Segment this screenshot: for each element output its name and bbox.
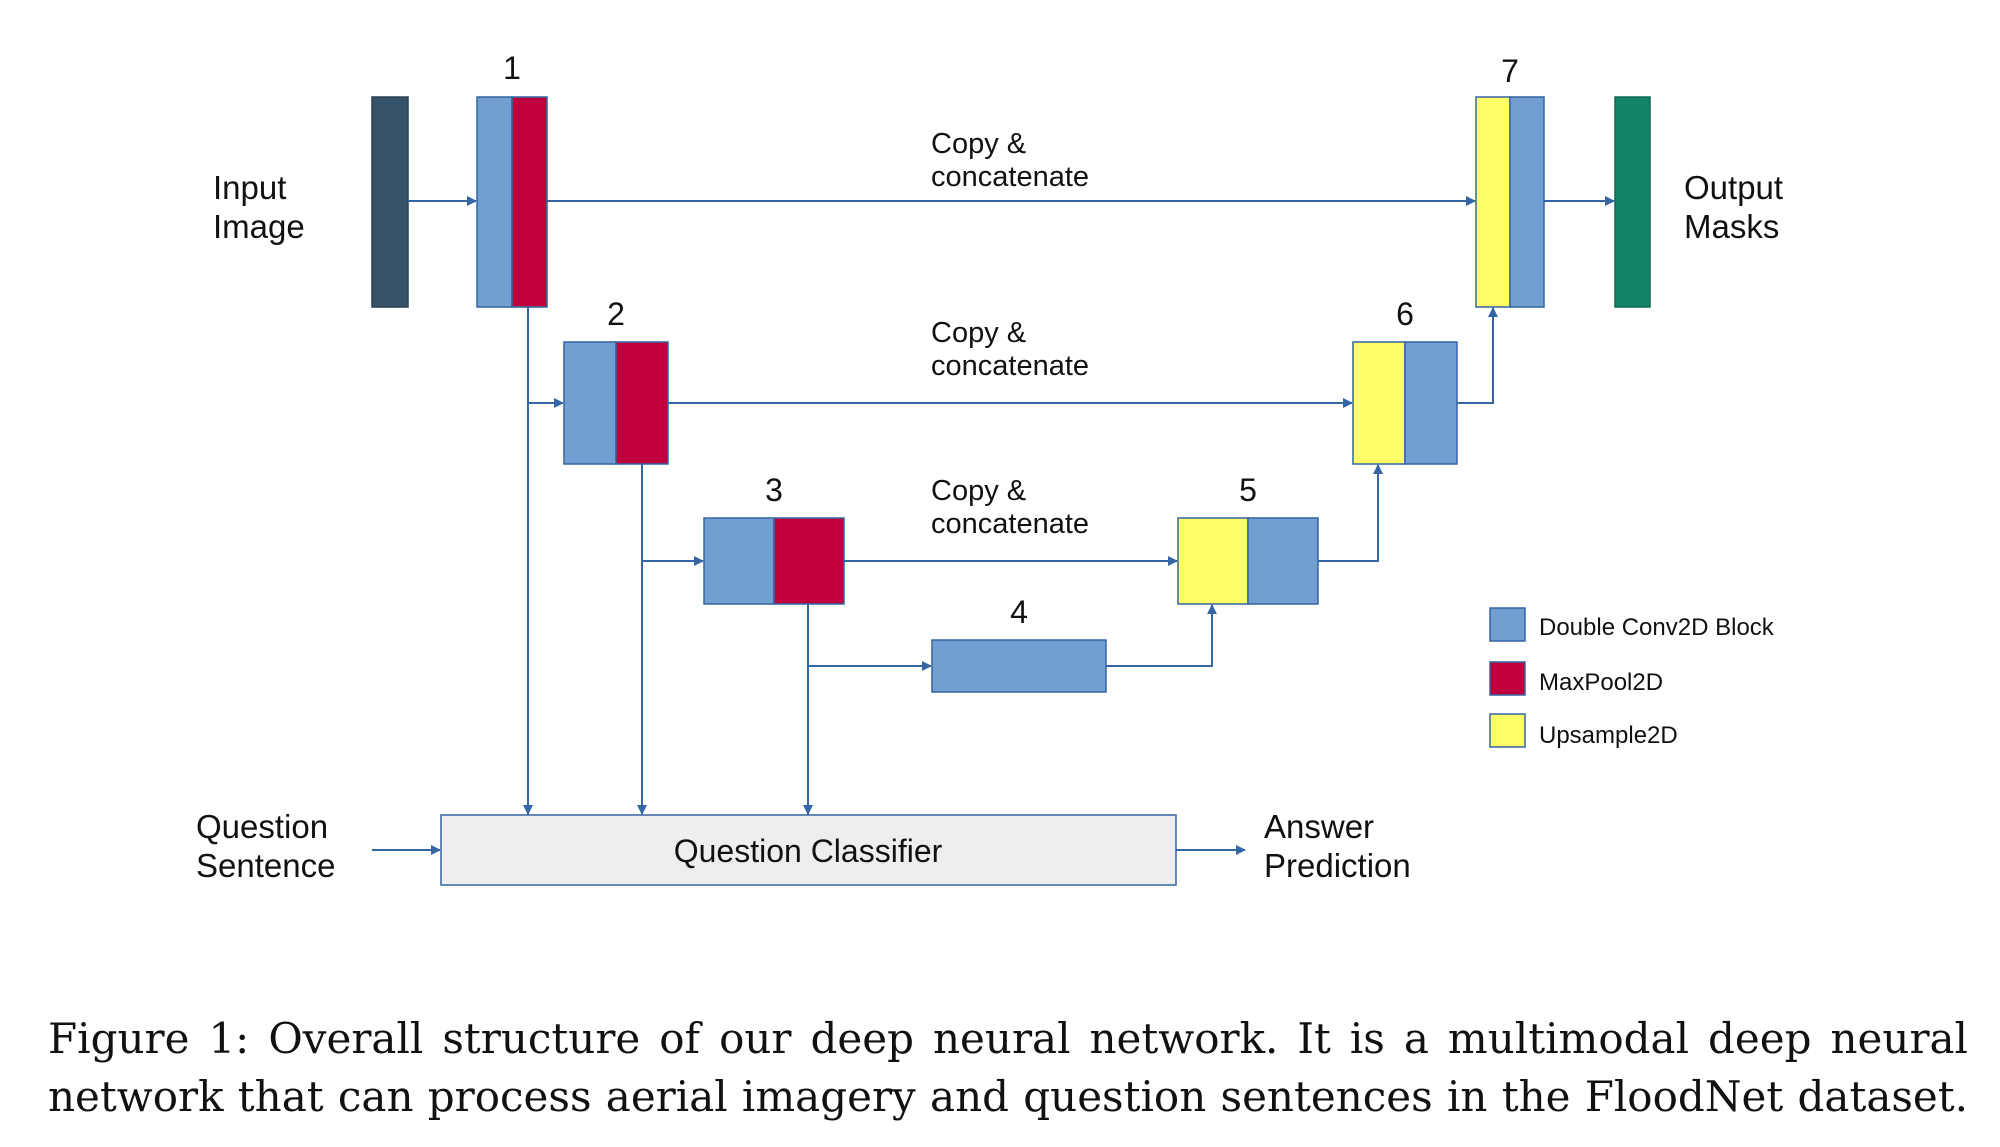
block2-conv xyxy=(563,341,617,465)
block6-upsample xyxy=(1352,341,1406,465)
figure-caption: Figure 1: Overall structure of our deep … xyxy=(48,1010,1968,1126)
block-number-7: 7 xyxy=(1501,53,1519,89)
block-number-4: 4 xyxy=(1010,594,1028,630)
block7-upsample xyxy=(1475,96,1511,308)
legend: Double Conv2D Block MaxPool2D Upsample2D xyxy=(1489,607,1775,749)
legend-swatch-conv xyxy=(1489,607,1526,642)
block4-conv xyxy=(931,639,1107,693)
block3-pool xyxy=(773,517,845,605)
block5-conv xyxy=(1247,517,1319,605)
block-number-5: 5 xyxy=(1239,472,1257,508)
caption-line-2: network that can process aerial imagery … xyxy=(48,1072,1968,1121)
question-classifier-box xyxy=(440,814,1177,886)
block1-conv xyxy=(476,96,513,308)
block1-pool xyxy=(511,96,548,308)
input-image-label: Input Image xyxy=(213,169,305,245)
block-number-2: 2 xyxy=(607,296,625,332)
legend-label-upsample: Upsample2D xyxy=(1539,722,1678,749)
block5-upsample xyxy=(1177,517,1249,605)
output-masks-label: Output Masks xyxy=(1684,169,1792,245)
copy-concatenate-label-3: Copy & concatenate xyxy=(931,475,1089,540)
arrow-block6-to-block7 xyxy=(1457,307,1498,404)
block3-conv xyxy=(703,517,775,605)
input-image-block xyxy=(371,96,409,308)
block6-conv xyxy=(1404,341,1458,465)
caption-line-1: Figure 1: Overall structure of our deep … xyxy=(48,1014,1968,1063)
question-sentence-label: Question Sentence xyxy=(196,808,337,884)
block7-conv xyxy=(1509,96,1545,308)
arrow-block5-to-block6 xyxy=(1318,464,1383,562)
legend-label-conv: Double Conv2D Block xyxy=(1539,614,1775,641)
block-number-3: 3 xyxy=(765,472,783,508)
block2-pool xyxy=(615,341,669,465)
copy-concatenate-label-2: Copy & concatenate xyxy=(931,317,1089,382)
legend-swatch-upsample xyxy=(1489,713,1526,748)
output-masks-block xyxy=(1614,96,1651,308)
block-number-6: 6 xyxy=(1396,296,1414,332)
answer-prediction-label: Answer Prediction xyxy=(1264,808,1411,884)
block-number-1: 1 xyxy=(503,50,521,86)
arrow-block4-to-block5 xyxy=(1106,604,1217,667)
legend-label-pool: MaxPool2D xyxy=(1539,669,1663,696)
copy-concatenate-label-1: Copy & concatenate xyxy=(931,128,1089,193)
question-classifier-label: Question Classifier xyxy=(674,833,943,869)
legend-swatch-pool xyxy=(1489,661,1526,696)
